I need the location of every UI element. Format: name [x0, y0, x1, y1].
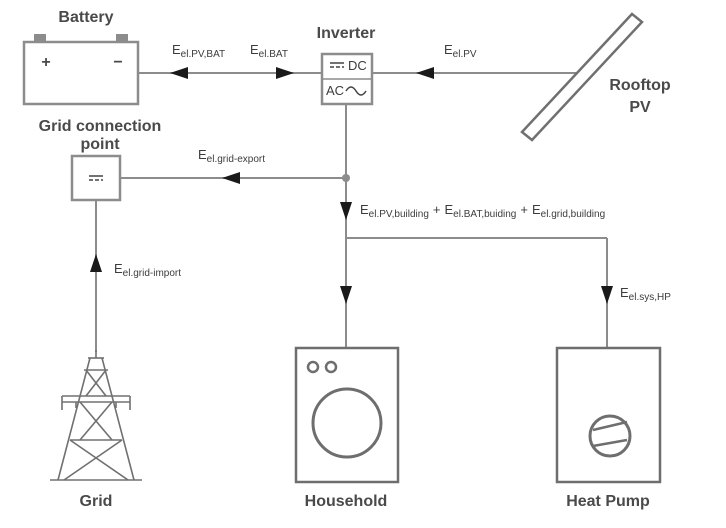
- grid-connection-label-line1: Grid connection: [39, 118, 162, 135]
- flow-label-grid-export: Eel.grid-export: [198, 147, 265, 165]
- pylon-icon: [50, 350, 142, 481]
- grid-connection-icon: [70, 154, 122, 202]
- flow-label-grid-import: Eel.grid-import: [114, 261, 181, 279]
- flow-label-sys-hp: Eel.sys,HP: [620, 285, 671, 303]
- flow-label-pv-bat: Eel.PV,BAT: [172, 42, 225, 60]
- heat-pump-label: Heat Pump: [566, 493, 650, 510]
- inverter-ac: AC: [326, 83, 344, 98]
- arrow-to-heat-pump: [601, 286, 613, 304]
- flow-label-pv: Eel.PV: [444, 42, 477, 60]
- washing-machine-icon: [294, 346, 400, 484]
- grid-connection-label-line2: point: [80, 136, 120, 153]
- arrow-to-household: [340, 286, 352, 304]
- rooftop-pv-label-line1: Rooftop: [609, 77, 671, 94]
- rooftop-pv-label-line2: PV: [629, 99, 651, 116]
- inverter-label: Inverter: [317, 25, 376, 42]
- arrow-grid-import: [90, 254, 102, 272]
- inverter-icon: DC AC: [320, 52, 374, 106]
- arrow-grid-export: [222, 172, 240, 184]
- battery-icon: + −: [22, 34, 140, 106]
- grid-label: Grid: [80, 493, 113, 510]
- heat-pump-icon: [555, 346, 662, 484]
- battery-plus: +: [41, 54, 50, 71]
- arrow-to-building: [340, 202, 352, 220]
- battery-label: Battery: [58, 9, 113, 26]
- battery-minus: −: [113, 54, 122, 71]
- arrow-to-battery: [170, 67, 188, 79]
- connection-lines: [95, 72, 608, 352]
- flow-arrows: [90, 67, 613, 304]
- flow-label-building: Eel.PV,building+Eel.BAT,buiding+Eel.grid…: [360, 202, 605, 220]
- inverter-dc: DC: [348, 58, 367, 73]
- arrow-to-inverter-from-battery: [276, 67, 294, 79]
- arrow-to-inverter-from-pv: [416, 67, 434, 79]
- household-label: Household: [305, 493, 388, 510]
- flow-label-bat: Eel.BAT: [250, 42, 288, 60]
- solar-panel-icon: [520, 12, 644, 142]
- junction-dot: [342, 174, 350, 182]
